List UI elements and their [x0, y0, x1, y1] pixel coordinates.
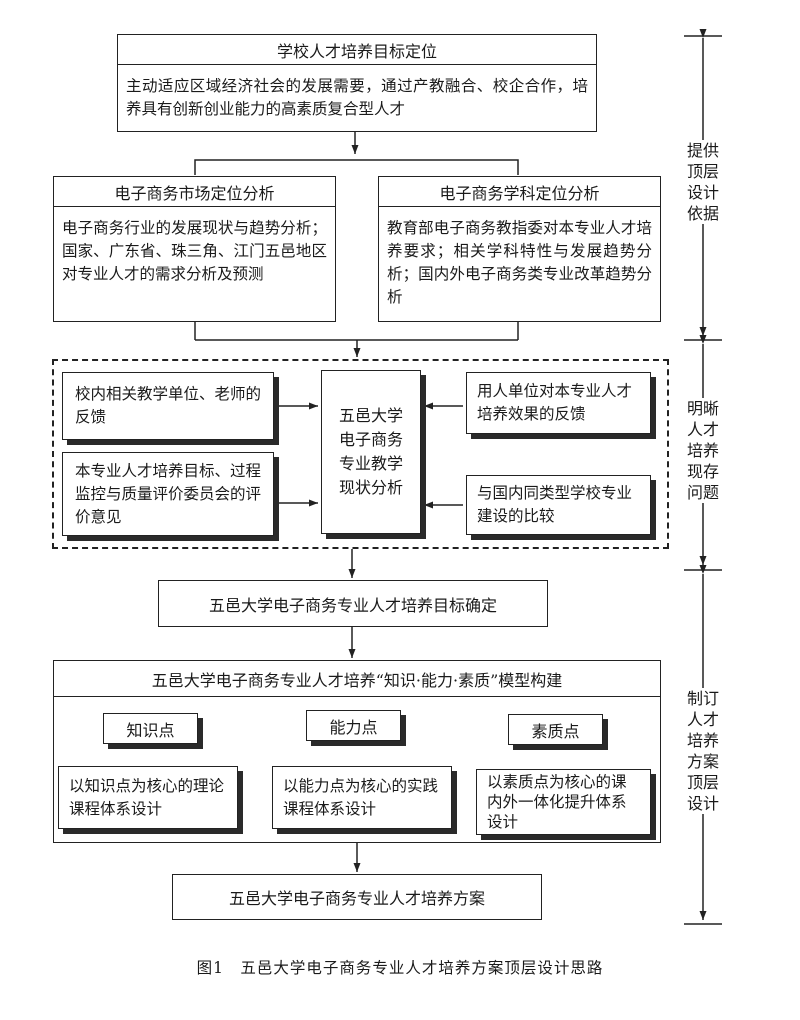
status-analysis-center-box: 五邑大学电子商务专业教学现状分析: [321, 370, 421, 534]
side-label-top: 提供顶层设计依据: [685, 140, 721, 224]
discipline-analysis-text: 教育部电子商务教指委对本专业人才培养要求；相关学科特性与发展趋势分析；国内外电子…: [387, 219, 652, 306]
feedback-teachers-box: 校内相关教学单位、老师的反馈: [62, 372, 274, 440]
employer-feedback-box: 用人单位对本专业人才培养效果的反馈: [466, 372, 651, 434]
side-label-bottom: 制订人才培养方案顶层设计: [685, 688, 721, 814]
committee-opinion-box: 本专业人才培养目标、过程监控与质量评价委员会的评价意见: [62, 452, 274, 536]
peer-comparison-box: 与国内同类型学校专业建设的比较: [466, 475, 651, 535]
goal-box-text: 主动适应区域经济社会的发展需要，通过产教融合、校企合作，培养具有创新创业能力的高…: [126, 77, 588, 118]
quality-design-text: 以素质点为核心的课内外一体化提升体系设计: [487, 773, 627, 831]
market-analysis-box: 电子商务市场定位分析 电子商务行业的发展现状与趋势分析；国家、广东省、珠三角、江…: [53, 176, 336, 322]
training-plan-box: 五邑大学电子商务专业人才培养方案: [172, 874, 542, 920]
model-construction-title: 五邑大学电子商务专业人才培养“知识·能力·素质”模型构建: [54, 661, 660, 697]
status-analysis-center-text: 五邑大学电子商务专业教学现状分析: [338, 406, 403, 497]
split-connector: [194, 159, 519, 175]
committee-opinion-text: 本专业人才培养目标、过程监控与质量评价委员会的评价意见: [75, 461, 262, 526]
feedback-teachers-text: 校内相关教学单位、老师的反馈: [75, 385, 262, 426]
knowledge-design-box: 以知识点为核心的理论课程体系设计: [58, 766, 238, 829]
goal-box: 学校人才培养目标定位 主动适应区域经济社会的发展需要，通过产教融合、校企合作，培…: [117, 34, 597, 132]
peer-comparison-text: 与国内同类型学校专业建设的比较: [477, 484, 633, 525]
side-label-middle: 明晰人才培养现存问题: [685, 398, 721, 503]
figure-caption: 图1 五邑大学电子商务专业人才培养方案顶层设计思路: [196, 959, 604, 977]
employer-feedback-text: 用人单位对本专业人才培养效果的反馈: [477, 382, 633, 423]
market-analysis-title: 电子商务市场定位分析: [54, 177, 335, 207]
quality-design-box: 以素质点为核心的课内外一体化提升体系设计: [476, 769, 651, 835]
ability-design-box: 以能力点为核心的实践课程体系设计: [272, 766, 452, 829]
ability-design-text: 以能力点为核心的实践课程体系设计: [283, 776, 439, 818]
market-analysis-text: 电子商务行业的发展现状与趋势分析；国家、广东省、珠三角、江门五邑地区对专业人才的…: [62, 219, 327, 283]
knowledge-design-text: 以知识点为核心的理论课程体系设计: [69, 776, 225, 818]
quality-point-box: 素质点: [508, 714, 603, 745]
ability-point-box: 能力点: [306, 710, 401, 741]
discipline-analysis-box: 电子商务学科定位分析 教育部电子商务教指委对本专业人才培养要求；相关学科特性与发…: [378, 176, 661, 322]
knowledge-point-box: 知识点: [103, 713, 198, 744]
goal-box-title: 学校人才培养目标定位: [118, 35, 596, 65]
status-analysis-group: [52, 359, 669, 549]
training-target-box: 五邑大学电子商务专业人才培养目标确定: [158, 580, 548, 627]
discipline-analysis-title: 电子商务学科定位分析: [379, 177, 660, 207]
